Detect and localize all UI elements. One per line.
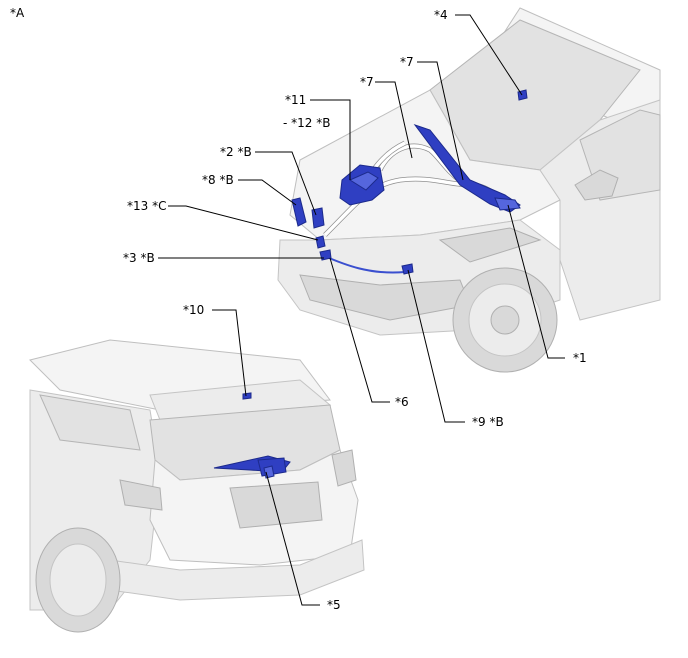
callout-11: *11 [285,93,306,107]
side-mirror [574,169,619,201]
callout-7-lower: *7 [360,75,374,89]
callout-13: *13 *C [127,199,166,213]
callout-2: *2 *B [220,145,252,159]
callout-7-upper: *7 [400,55,414,69]
callout-3: *3 *B [123,251,155,265]
rear-nozzle [242,392,252,400]
headlamp-nozzle [401,263,414,275]
headlight [438,227,542,263]
callout-1: *1 [573,351,587,365]
callout-4: *4 [434,8,448,22]
rear-bumper [109,539,365,601]
callout-labels: *A *4 *7 *7 *11 - *12 *B *2 *B *8 *B *13… [10,6,587,612]
front-vehicle [277,7,661,373]
callout-10: *10 [183,303,204,317]
view-tag: *A [10,6,25,20]
callout-5: *5 [327,598,341,612]
front-wiper-assembly [413,124,521,213]
washer-pump [311,207,325,229]
callout-9: *9 *B [472,415,504,429]
leader-lines [158,14,565,606]
callout-12: - *12 *B [283,116,330,130]
callout-6: *6 [395,395,409,409]
callout-8: *8 *B [202,173,234,187]
rear-vehicle [29,339,365,633]
